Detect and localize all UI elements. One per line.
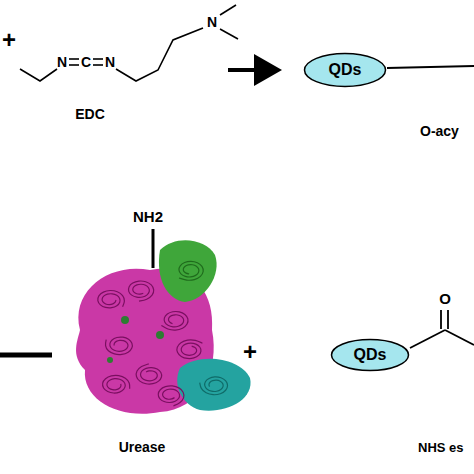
urease-protein bbox=[76, 240, 250, 413]
edc-structure bbox=[20, 5, 238, 81]
plus-sign: + bbox=[243, 340, 257, 364]
atom-label: N bbox=[57, 55, 67, 69]
atom-label: N bbox=[207, 15, 217, 29]
compound-name: O-acy bbox=[420, 124, 459, 138]
atom-label: O bbox=[439, 291, 451, 306]
reaction-arrow bbox=[228, 68, 278, 72]
atom-label: C bbox=[81, 55, 91, 69]
plus-sign: + bbox=[2, 28, 16, 52]
reaction-arrow-shaft bbox=[0, 353, 52, 358]
quantum-dot: QDs bbox=[303, 52, 387, 88]
group-label: NH2 bbox=[133, 209, 163, 224]
node-text: QDs bbox=[329, 61, 362, 79]
node-text: QDs bbox=[354, 346, 387, 364]
amine-bond bbox=[152, 229, 155, 268]
quantum-dot: QDs bbox=[330, 338, 410, 372]
compound-name: NHS es bbox=[418, 441, 464, 454]
compound-name: Urease bbox=[119, 440, 166, 454]
carbonyl-group bbox=[410, 310, 474, 348]
bond-line bbox=[387, 66, 474, 68]
compound-name: EDC bbox=[75, 107, 105, 121]
atom-label: N bbox=[105, 55, 115, 69]
